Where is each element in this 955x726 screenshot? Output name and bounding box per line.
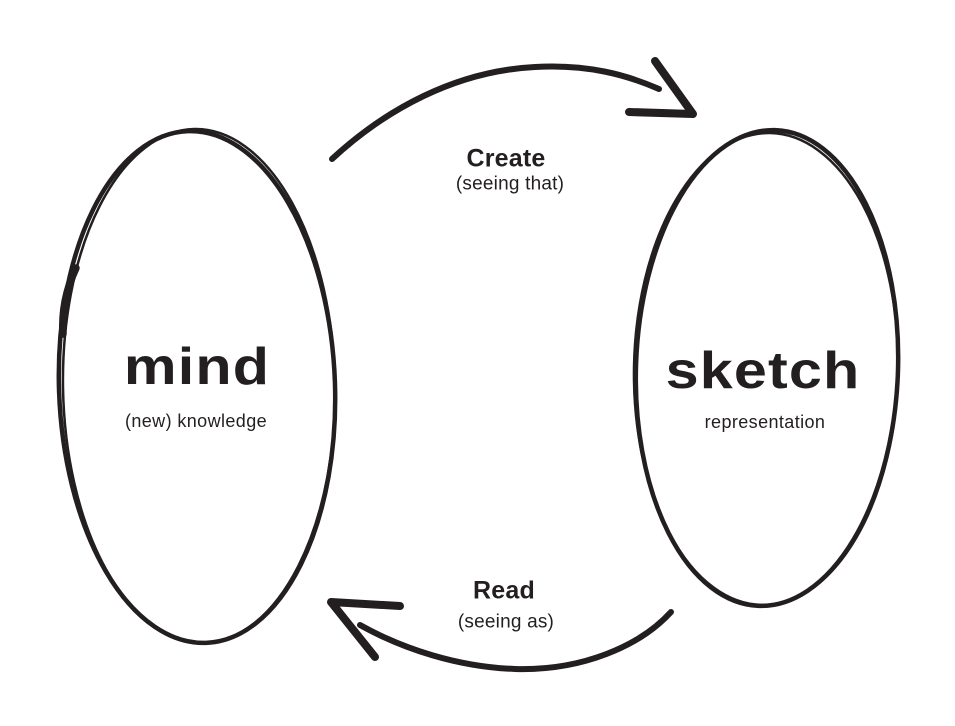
- read-arrow: [327, 598, 674, 673]
- read-sublabel: (seeing as): [457, 611, 555, 633]
- create-label: Create: [466, 144, 546, 173]
- read-label: Read: [473, 576, 535, 605]
- sketch-sublabel: representation: [704, 412, 826, 432]
- read-arrowhead: [327, 598, 404, 661]
- mind-label: mind: [123, 338, 271, 396]
- mind-sublabel: (new) knowledge: [124, 411, 268, 431]
- create-sublabel: (seeing that): [455, 173, 565, 195]
- mind-ellipse: [56, 127, 338, 646]
- create-arrow-curve: [329, 63, 662, 162]
- read-arrow-curve: [357, 609, 674, 673]
- sketch-ellipse: [632, 127, 901, 609]
- create-arrowhead: [625, 57, 697, 118]
- mind-ellipse-thick-patch: [59, 264, 80, 338]
- sketch-label: sketch: [665, 342, 861, 400]
- create-arrow: [329, 57, 697, 162]
